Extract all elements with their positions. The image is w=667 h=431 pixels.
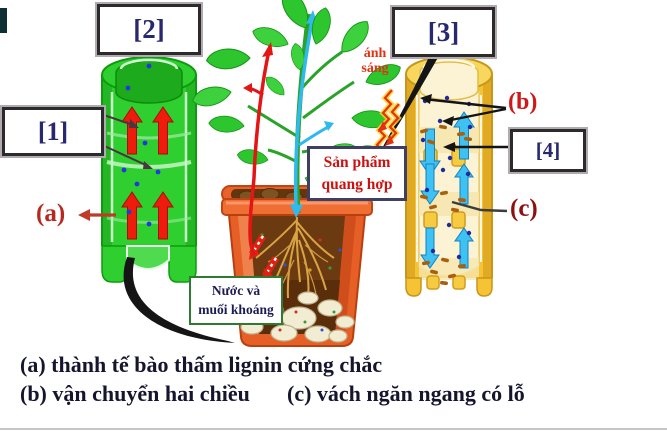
- swoosh-to-photosynthesis-arrow: [374, 48, 443, 163]
- label-box-4: [4]: [510, 129, 586, 172]
- root-branches: [267, 244, 329, 295]
- sieve-pores: [420, 124, 472, 286]
- caption-line-1: (a) thành tế bào thấm lignin cứng chắc: [20, 352, 383, 377]
- label-b: (b): [508, 89, 538, 115]
- label-box-1: [1]: [2, 107, 104, 156]
- light-label-line2: sáng: [361, 61, 389, 76]
- photosynthesis-product-line1: Sản phẩm: [323, 153, 391, 171]
- label-box-2-text: [2]: [133, 14, 165, 44]
- water-line: [290, 10, 334, 218]
- xylem-dots: [121, 63, 161, 227]
- label-box-2: [2]: [97, 4, 201, 55]
- photosynthesis-product-box: Sản phẩm quang hợp: [307, 146, 407, 201]
- caption-line-2-left: (b) vận chuyển hai chiều: [20, 381, 250, 406]
- roots: [255, 216, 335, 299]
- label-box-3: [3]: [392, 7, 495, 57]
- sap-line: [243, 42, 273, 256]
- phloem-vessel: [405, 56, 493, 297]
- label-box-3-text: [3]: [427, 16, 460, 47]
- light-label-line1: ánh: [363, 46, 387, 61]
- label-a: (a): [36, 200, 66, 227]
- water-minerals-line1: Nước và: [211, 283, 261, 299]
- xylem-vessel: [101, 56, 197, 283]
- light-label: ánh sáng: [348, 46, 402, 76]
- water-minerals-box: Nước và muối khoáng: [189, 276, 283, 325]
- label-c: (c): [510, 195, 538, 222]
- water-minerals-line2: muối khoáng: [198, 301, 274, 317]
- leader-lines: [78, 94, 510, 221]
- bottom-divider: [0, 428, 667, 430]
- photosynthesis-product-line2: quang hợp: [321, 175, 393, 193]
- screen-edge-artifact: [0, 8, 7, 33]
- caption-line-2-right: (c) vách ngăn ngang có lỗ: [287, 381, 525, 406]
- label-box-4-text: [4]: [535, 138, 561, 162]
- label-box-1-text: [1]: [37, 116, 69, 146]
- phloem-dots: [420, 95, 473, 260]
